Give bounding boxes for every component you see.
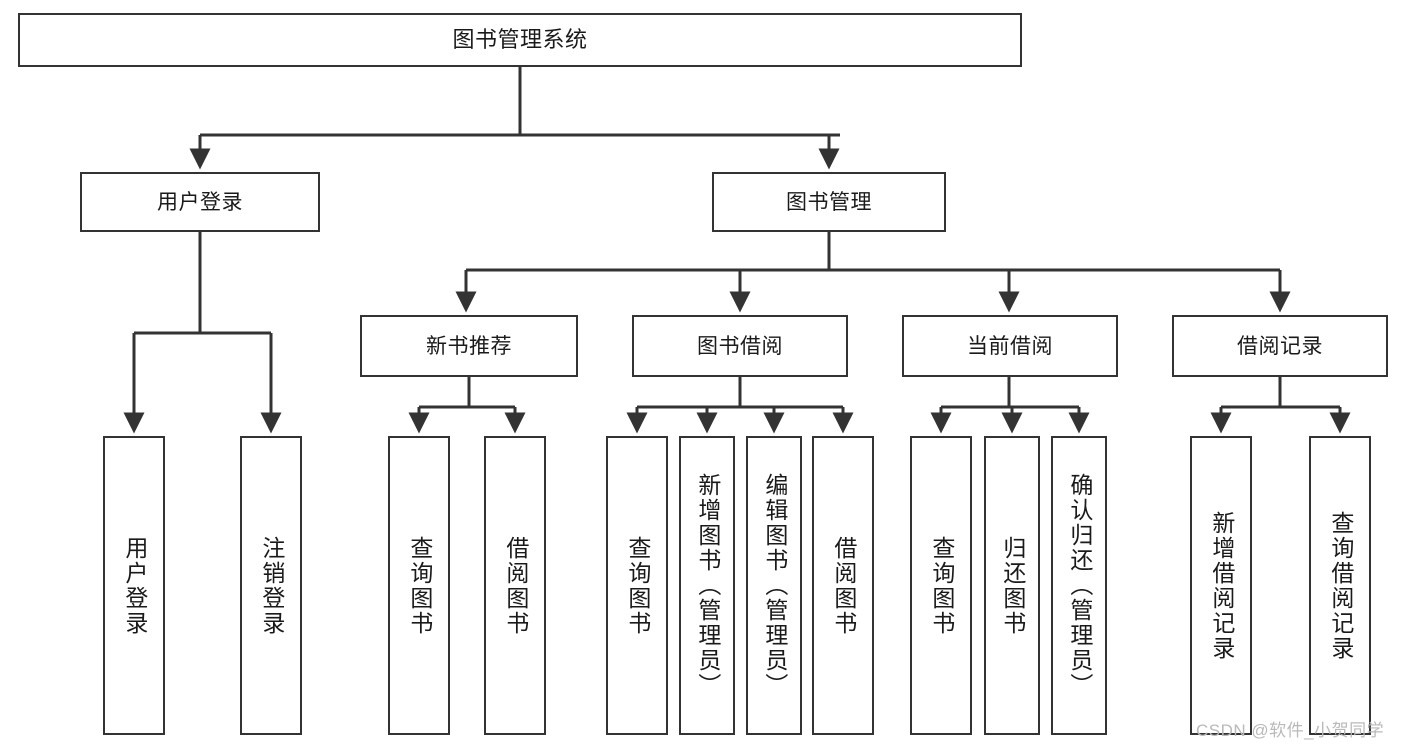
node-leaf-query-record[interactable]: 查询借阅记录 [1309, 436, 1371, 735]
csdn-watermark: CSDN @软件_小贺同学 [1196, 721, 1385, 740]
node-leaf-return-book[interactable]: 归还图书 [984, 436, 1040, 735]
node-book-manage-label: 图书管理 [786, 190, 872, 214]
node-leaf-user-login[interactable]: 用户登录 [103, 436, 165, 735]
node-leaf-user-login-label: 用户登录 [121, 535, 148, 636]
node-new-book-rec[interactable]: 新书推荐 [360, 315, 578, 377]
node-leaf-query-book-cur-label: 查询图书 [928, 535, 955, 636]
node-current-borrow-label: 当前借阅 [967, 334, 1053, 358]
node-leaf-add-record-label: 新增借阅记录 [1208, 510, 1235, 661]
node-leaf-logout-label: 注销登录 [258, 535, 285, 636]
node-leaf-query-book-borrow-label: 查询图书 [624, 535, 651, 636]
node-leaf-query-record-label: 查询借阅记录 [1327, 510, 1354, 661]
node-leaf-query-book-rec[interactable]: 查询图书 [388, 436, 450, 735]
node-borrow-record[interactable]: 借阅记录 [1172, 315, 1388, 377]
node-leaf-borrow-book-rec-label: 借阅图书 [502, 535, 529, 636]
node-leaf-query-book-rec-label: 查询图书 [406, 535, 433, 636]
node-user-login-label: 用户登录 [157, 190, 243, 214]
node-root-label: 图书管理系统 [452, 27, 588, 52]
node-book-borrow-label: 图书借阅 [697, 334, 783, 358]
node-leaf-add-book-label: 新增图书（管理员） [694, 473, 721, 698]
node-book-borrow[interactable]: 图书借阅 [632, 315, 848, 377]
node-leaf-edit-book-label: 编辑图书（管理员） [761, 473, 788, 698]
node-leaf-edit-book[interactable]: 编辑图书（管理员） [746, 436, 802, 735]
node-leaf-confirm-return-label: 确认归还（管理员） [1066, 473, 1093, 698]
node-root[interactable]: 图书管理系统 [18, 13, 1022, 67]
node-user-login[interactable]: 用户登录 [80, 172, 320, 232]
node-leaf-query-book-cur[interactable]: 查询图书 [910, 436, 972, 735]
node-borrow-record-label: 借阅记录 [1237, 334, 1323, 358]
node-leaf-borrow-book-rec[interactable]: 借阅图书 [484, 436, 546, 735]
node-leaf-confirm-return[interactable]: 确认归还（管理员） [1051, 436, 1107, 735]
node-leaf-borrow-book[interactable]: 借阅图书 [812, 436, 874, 735]
node-leaf-add-record[interactable]: 新增借阅记录 [1190, 436, 1252, 735]
node-leaf-borrow-book-label: 借阅图书 [830, 535, 857, 636]
node-new-book-rec-label: 新书推荐 [426, 334, 512, 358]
node-book-manage[interactable]: 图书管理 [712, 172, 946, 232]
node-leaf-logout[interactable]: 注销登录 [240, 436, 302, 735]
node-leaf-add-book[interactable]: 新增图书（管理员） [679, 436, 735, 735]
node-leaf-query-book-borrow[interactable]: 查询图书 [606, 436, 668, 735]
node-leaf-return-book-label: 归还图书 [999, 535, 1026, 636]
node-current-borrow[interactable]: 当前借阅 [902, 315, 1118, 377]
